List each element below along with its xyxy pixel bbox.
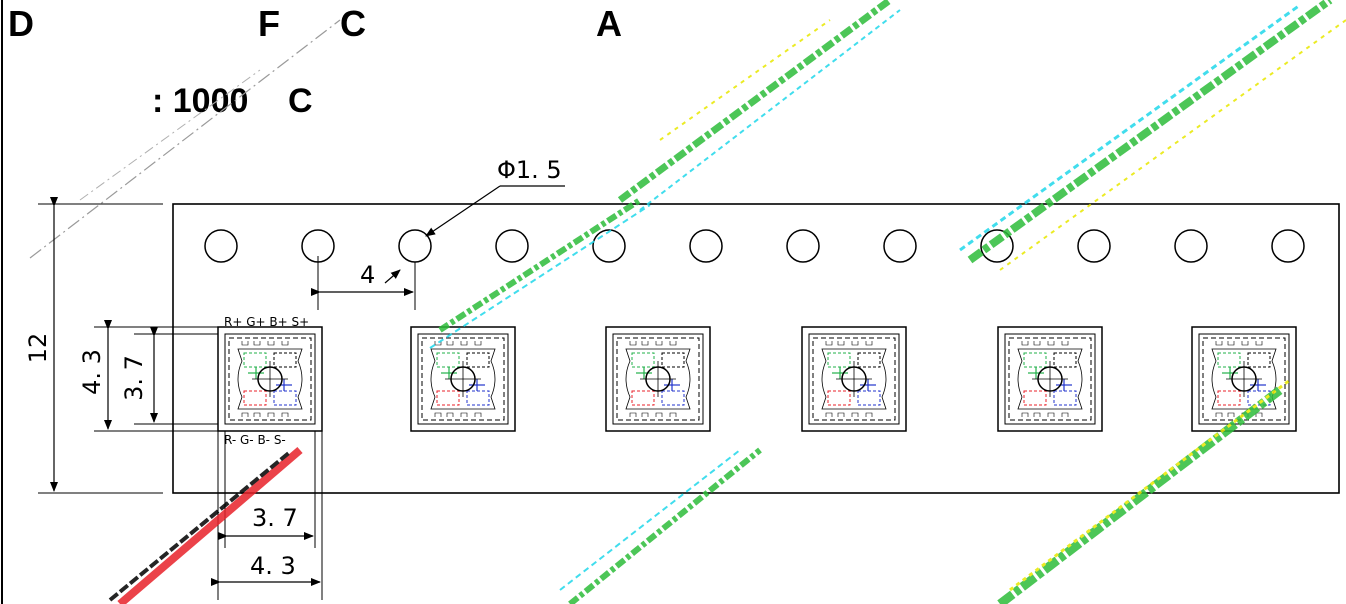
tape-width-label: 12 — [24, 333, 52, 364]
hole-pitch-label: 4 — [360, 261, 375, 289]
pin-labels-bottom: R- G- B- S- — [224, 433, 286, 447]
inner-height-label: 3. 7 — [120, 355, 148, 401]
outer-height-label: 4. 3 — [78, 349, 106, 395]
outer-width-label: 4. 3 — [250, 552, 296, 580]
hole-diameter-label: Φ1. 5 — [497, 156, 562, 184]
header-letter-d: D — [8, 3, 34, 44]
header-letter-c: C — [340, 3, 366, 44]
header-letter-a: A — [596, 3, 622, 44]
header-letter-f: F — [258, 3, 280, 44]
watermark-streaks — [108, 0, 1346, 604]
led-pockets — [217, 326, 1297, 432]
sprocket-holes — [204, 229, 1305, 263]
inner-width-label: 3. 7 — [252, 504, 298, 532]
pin-labels-top: R+ G+ B+ S+ — [224, 315, 309, 329]
carrier-tape — [172, 203, 1340, 494]
quantity-unit: C — [288, 82, 313, 120]
